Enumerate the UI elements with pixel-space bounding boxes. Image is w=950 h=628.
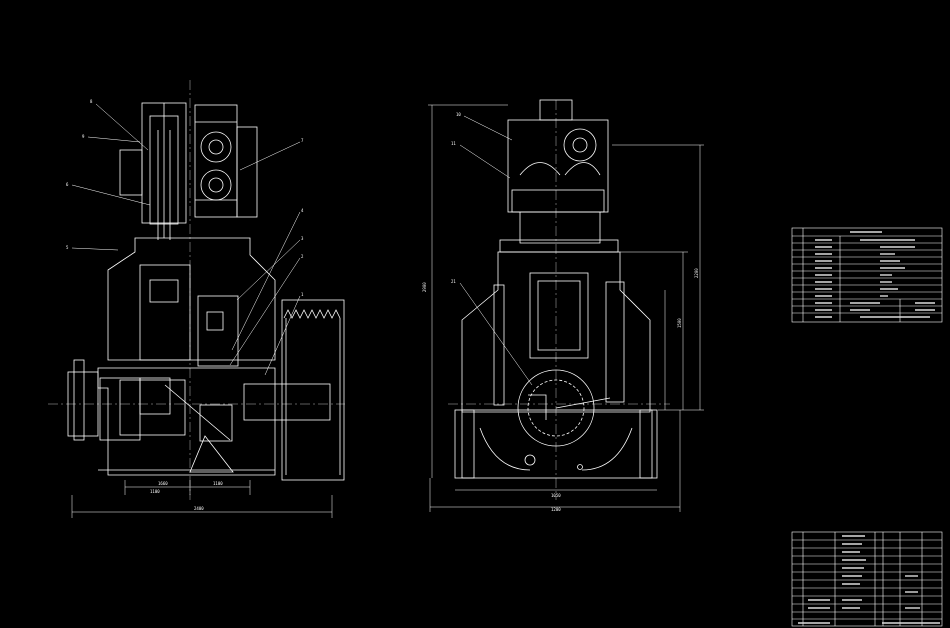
balloon-label: 4 [301,208,304,213]
balloon-label: 2 [301,254,304,259]
dimension-label: 1500 [677,318,682,328]
balloon-label: 11 [451,141,456,146]
side-view-balloons: 10 11 21 [451,112,461,284]
front-section-view [48,80,345,518]
balloon-label: 8 [90,99,93,104]
dimension-label: 1660 [158,481,168,486]
balloon-label: 5 [66,245,69,250]
dimension-label: 1200 [551,507,561,512]
dimension-label: 1100 [213,481,223,486]
balloon-label: 7 [301,138,304,143]
dimension-label: 1100 [150,489,160,494]
technical-parameters-table [791,227,943,323]
balloon-label: 9 [82,134,85,139]
dimension-label: 2900 [422,282,427,292]
balloon-label: 1 [301,292,304,297]
dimension-label: 2400 [194,506,204,511]
side-view-dimensions: 2900 2200 1500 1050 1200 [422,268,699,512]
front-view-balloons: 8 9 6 5 7 4 3 2 1 [66,99,304,297]
dimension-label: 2200 [694,268,699,278]
side-view [428,99,704,512]
balloon-label: 3 [301,236,304,241]
balloon-label: 10 [456,112,461,117]
balloon-label: 6 [66,182,69,187]
dimension-label: 1050 [551,493,561,498]
front-view-dimensions: 1660 1100 1100 2400 [150,481,223,511]
parts-list-table [791,531,943,627]
balloon-label: 21 [451,279,456,284]
